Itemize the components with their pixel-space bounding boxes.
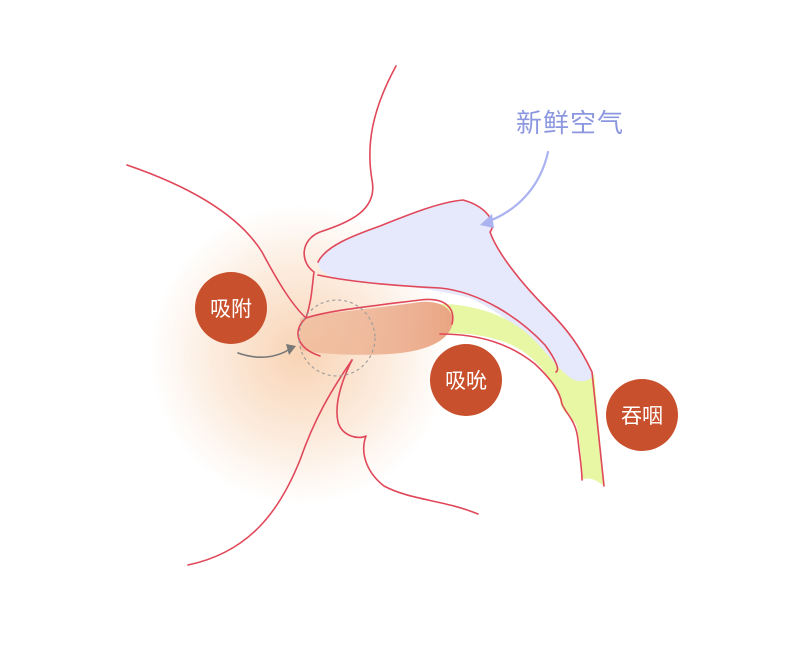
sucking-badge: 吸吮 [430, 344, 502, 416]
fresh-air-label: 新鲜空气 [516, 103, 624, 140]
suction-badge: 吸附 [195, 272, 267, 344]
swallowing-badge: 吞咽 [606, 379, 678, 451]
fresh-air-arrow [484, 152, 548, 223]
